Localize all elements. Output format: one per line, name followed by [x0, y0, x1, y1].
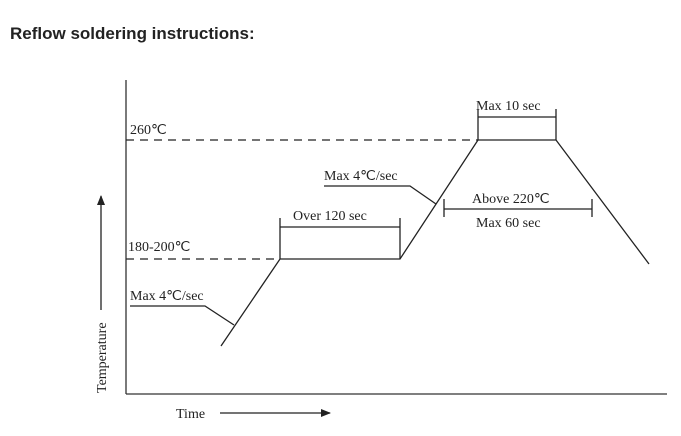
reflow-profile-curve	[220, 139, 650, 347]
ramp2-leader	[324, 185, 437, 205]
soak-time-label: Over 120 sec	[293, 209, 367, 224]
x-axis-label: Time	[176, 407, 205, 422]
y-axis-label: Temperature	[95, 322, 110, 393]
page-title: Reflow soldering instructions:	[10, 24, 255, 43]
peak-temperature-label: 260℃	[130, 123, 167, 138]
above-220-label: Above 220℃	[472, 192, 550, 207]
soak-temperature-label: 180-200℃	[128, 240, 190, 255]
peak-time-label: Max 10 sec	[476, 99, 541, 114]
ramp1-label: Max 4℃/sec	[130, 289, 204, 304]
ramp2-label: Max 4℃/sec	[324, 169, 398, 184]
ramp1-leader	[130, 305, 235, 326]
above-220-time-label: Max 60 sec	[476, 216, 541, 231]
